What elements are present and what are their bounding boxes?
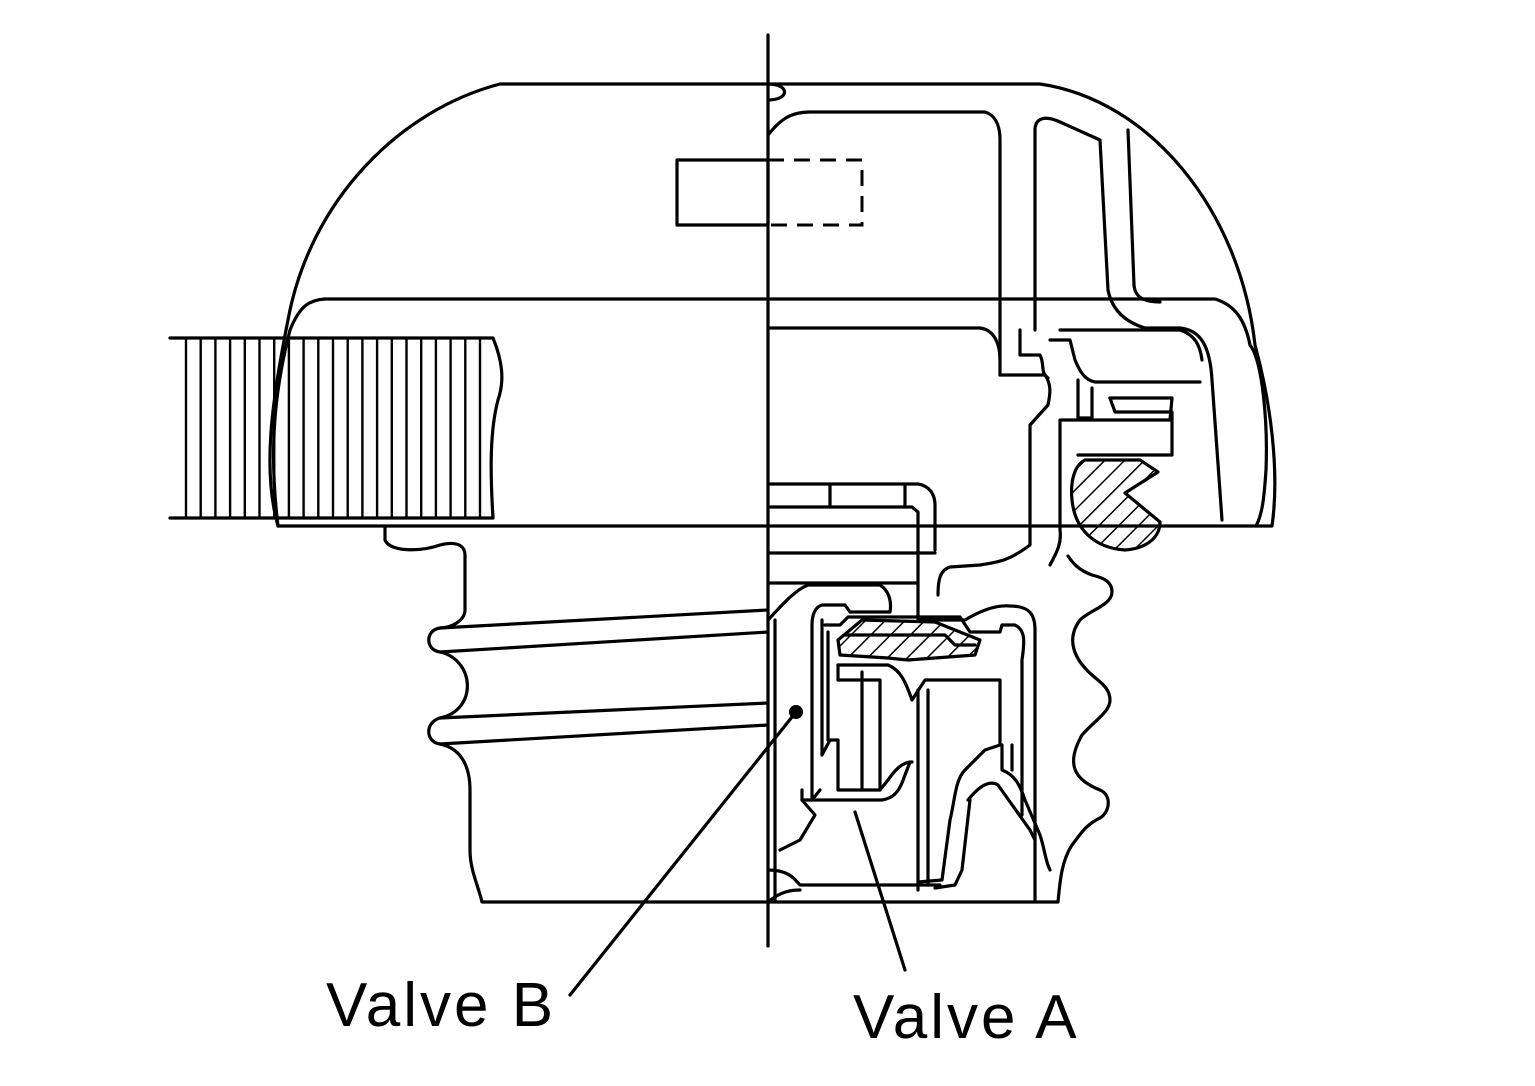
upper-cavity bbox=[766, 82, 1224, 522]
valve-housing-top bbox=[766, 482, 1037, 902]
hatched-seal-ring bbox=[1069, 458, 1162, 552]
hidden-tab-outline bbox=[675, 158, 770, 227]
hidden-tab-dashed bbox=[768, 158, 864, 227]
valve-a-leader-line bbox=[853, 810, 907, 972]
knurled-grip bbox=[168, 336, 504, 520]
valve-b-leader-line bbox=[568, 710, 798, 997]
filler-neck-threads bbox=[383, 524, 1114, 904]
valve-b-label: Valve B bbox=[326, 971, 557, 1040]
upper-seal-housing bbox=[936, 328, 1204, 597]
valve-a-label: Valve A bbox=[853, 983, 1080, 1052]
hatched-valve-disc bbox=[836, 618, 982, 662]
valve-b-body bbox=[766, 583, 1052, 904]
valve-disc-seat bbox=[843, 633, 977, 647]
